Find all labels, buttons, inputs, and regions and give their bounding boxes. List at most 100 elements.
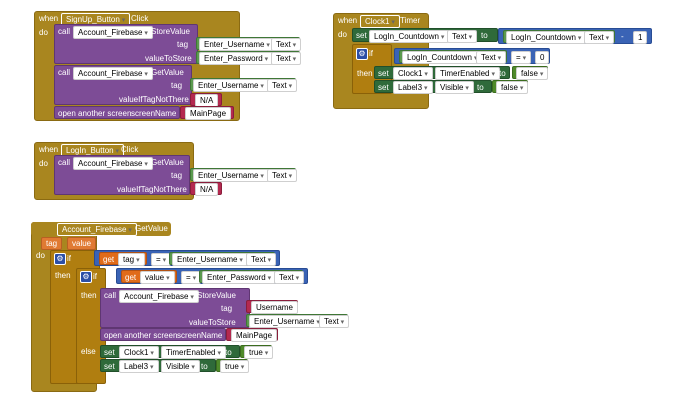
compare-value-block[interactable]: get value = Enter_Password Text [116,268,308,284]
property-dropdown[interactable]: Text [271,52,302,65]
method-name: StoreValue [197,291,236,300]
boolean-dropdown[interactable]: true [220,360,250,373]
set-label: set [378,69,389,78]
call-storevalue-block[interactable]: call Account_Firebase StoreValue tag val… [100,288,250,328]
component-dropdown[interactable]: LogIn_Countdown [369,30,450,43]
number-value[interactable]: 0 [535,51,550,64]
gear-icon[interactable]: ⚙ [54,253,66,265]
call-label: call [58,158,71,167]
mainpage-string[interactable]: MainPage [180,106,234,120]
username-string[interactable]: Username [246,300,298,314]
boolean-dropdown[interactable]: false [516,67,549,80]
property-dropdown[interactable]: Text [584,31,615,44]
property-dropdown[interactable]: Visible [161,360,200,373]
component-dropdown[interactable]: Clock1 [360,15,400,28]
property-dropdown[interactable]: Visible [435,81,474,94]
property-dropdown[interactable]: Text [267,169,298,182]
component-dropdown[interactable]: LogIn_Countdown [402,51,483,64]
component-dropdown[interactable]: Account_Firebase [57,223,137,236]
set-label-visible[interactable]: set Label3 Visible to [374,80,492,94]
property-dropdown[interactable]: Text [246,253,277,266]
call-getvalue-block[interactable]: call Account_Firebase GetValue tag value… [54,155,190,195]
call-storevalue-block[interactable]: call Account_Firebase StoreValue tag val… [54,24,198,64]
string-value[interactable]: MainPage [231,329,278,342]
then-label: then [55,271,71,280]
component-dropdown[interactable]: Enter_Password [199,52,274,65]
username-text-getter[interactable]: Enter_Username Text [196,37,302,51]
compare-tag-block[interactable]: get tag = Enter_Username Text [94,250,280,266]
get-value[interactable]: get value [121,270,177,284]
subtract-block[interactable]: LogIn_Countdown Text - 1 [498,28,652,44]
screen-name-label: screenName [131,109,177,118]
compare-block[interactable]: LogIn_Countdown Text = 0 [394,48,550,64]
countdown-text-getter[interactable]: LogIn_Countdown Text [399,50,507,64]
param-value[interactable]: value [67,237,97,250]
component-dropdown[interactable]: Enter_Password [202,271,277,284]
property-dropdown[interactable]: TimerEnabled [435,67,500,80]
property-dropdown[interactable]: Text [267,79,298,92]
component-dropdown[interactable]: Enter_Username [193,169,269,182]
username-text-getter[interactable]: Enter_Username Text [190,78,298,92]
to-label: to [225,348,232,357]
gear-icon[interactable]: ⚙ [80,271,92,283]
property-dropdown[interactable]: TimerEnabled [161,346,226,359]
username-text-getter[interactable]: Enter_Username Text [190,168,298,182]
do-label: do [338,30,347,39]
true-value[interactable]: true [216,359,250,373]
string-value[interactable]: MainPage [185,107,232,120]
to-label: to [481,31,488,40]
open-screen-block[interactable]: open another screen screenName [100,328,226,341]
firebase-dropdown[interactable]: Account_Firebase [73,157,153,170]
set-countdown-text[interactable]: set LogIn_Countdown Text to [352,28,498,43]
property-dropdown[interactable]: Text [274,271,305,284]
when-label: when [39,14,59,23]
component-dropdown[interactable]: Label3 [119,360,159,373]
get-tag[interactable]: get tag [99,252,147,266]
operator-dropdown[interactable]: = [151,253,172,266]
property-dropdown[interactable]: Text [447,30,478,43]
then-label: then [357,69,373,78]
property-dropdown[interactable]: Text [476,51,507,64]
true-value[interactable]: true [240,345,274,359]
string-value[interactable]: Username [251,301,298,314]
component-dropdown[interactable]: Enter_Username [193,79,269,92]
number-value[interactable]: 1 [633,31,648,44]
firebase-dropdown[interactable]: Account_Firebase [119,290,199,303]
set-clock-timerenabled[interactable]: set Clock1 TimerEnabled to [100,345,240,359]
username-text-getter[interactable]: Enter_Username Text [169,252,277,266]
component-dropdown[interactable]: LogIn_Countdown [506,31,587,44]
component-dropdown[interactable]: Clock1 [393,67,433,80]
firebase-dropdown[interactable]: Account_Firebase [73,26,153,39]
component-dropdown[interactable]: Enter_Username [199,38,275,51]
na-string[interactable]: N/A [190,182,222,196]
var-dropdown[interactable]: value [140,271,175,284]
component-dropdown[interactable]: Enter_Username [249,315,325,328]
username-text-getter[interactable]: Enter_Username Text [246,314,350,328]
call-getvalue-block[interactable]: call Account_Firebase GetValue tag value… [54,65,192,105]
property-dropdown[interactable]: Text [271,38,302,51]
mainpage-string[interactable]: MainPage [226,328,278,342]
false-value[interactable]: false [492,80,529,94]
property-dropdown[interactable]: Text [319,315,350,328]
password-text-getter[interactable]: Enter_Password Text [196,51,302,65]
var-dropdown[interactable]: tag [118,253,145,266]
param-tag[interactable]: tag [41,237,63,250]
when-label: when [338,16,358,25]
firebase-dropdown[interactable]: Account_Firebase [73,67,153,80]
string-value[interactable]: N/A [195,183,219,196]
set-clock-timerenabled[interactable]: set Clock1 TimerEnabled to [374,66,510,80]
open-screen-block[interactable]: open another screen screenName [54,106,180,119]
boolean-dropdown[interactable]: true [244,346,274,359]
operator-dropdown[interactable]: = [511,51,532,64]
component-dropdown[interactable]: Label3 [393,81,433,94]
component-dropdown[interactable]: Clock1 [119,346,159,359]
na-string[interactable]: N/A [190,93,222,107]
gear-icon[interactable]: ⚙ [356,48,368,60]
boolean-dropdown[interactable]: false [496,81,529,94]
component-dropdown[interactable]: Enter_Username [172,253,248,266]
event-name-prefix: GetValue [135,224,168,233]
false-value[interactable]: false [512,66,549,80]
set-label-visible[interactable]: set Label3 Visible to [100,359,216,373]
password-text-getter[interactable]: Enter_Password Text [199,270,305,284]
countdown-text-getter[interactable]: LogIn_Countdown Text [503,30,615,44]
